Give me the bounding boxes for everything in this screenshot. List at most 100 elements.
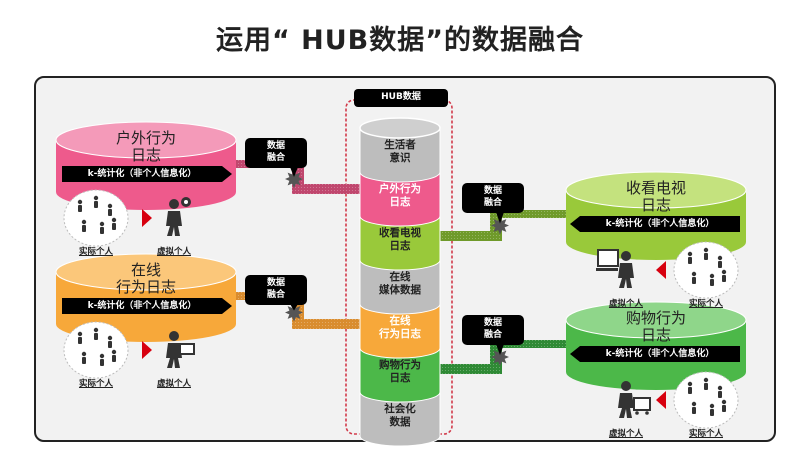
mini-person-icon bbox=[687, 381, 693, 387]
fusion-burst-icon bbox=[491, 216, 509, 235]
hub-segment-label: 在线 bbox=[389, 271, 411, 283]
hub-segment-label: 日志 bbox=[389, 240, 411, 252]
mini-person-body bbox=[710, 409, 714, 416]
fusion-callout bbox=[245, 275, 307, 305]
source-cylinder-top bbox=[565, 171, 747, 209]
fusion-callout-pointer bbox=[496, 344, 504, 355]
mini-person-icon bbox=[687, 251, 693, 257]
person-laptop-icon bbox=[169, 331, 179, 341]
connector-texture bbox=[440, 210, 566, 241]
mini-person-body bbox=[100, 227, 104, 234]
k-anonymization-arrow bbox=[570, 216, 740, 232]
shopping-cart-icon bbox=[633, 397, 651, 411]
mini-person-body bbox=[692, 277, 696, 284]
source-title: 行为日志 bbox=[115, 278, 176, 296]
mini-person-body bbox=[710, 279, 714, 286]
fusion-callout bbox=[245, 138, 307, 168]
mini-person-body bbox=[704, 253, 708, 260]
mini-person-icon bbox=[721, 399, 727, 405]
mini-person-icon bbox=[107, 335, 113, 341]
mini-person-icon bbox=[81, 219, 87, 225]
fusion-burst-icon bbox=[285, 303, 303, 322]
hub-segment bbox=[359, 303, 441, 359]
virtual-person-body bbox=[166, 211, 182, 236]
mini-person-body bbox=[82, 357, 86, 364]
fusion-callout bbox=[462, 183, 524, 213]
mini-person-body bbox=[722, 275, 726, 282]
fusion-callout-pointer bbox=[290, 167, 298, 177]
mini-person-icon bbox=[93, 195, 99, 201]
mini-person-body bbox=[718, 391, 722, 398]
mini-person-icon bbox=[111, 217, 117, 223]
fusion-label: 融合 bbox=[266, 153, 285, 163]
real-individuals-label: 实际个人 bbox=[688, 299, 723, 309]
fusion-callout bbox=[462, 315, 524, 345]
mini-person-body bbox=[688, 257, 692, 264]
fusion-label: 数据 bbox=[266, 141, 285, 151]
source-cylinder-top bbox=[565, 301, 747, 339]
walking-person-location-icon bbox=[169, 199, 179, 209]
hub-segment bbox=[359, 347, 441, 403]
virtual-individual-label: 虚拟个人 bbox=[156, 379, 191, 389]
hub-segment-label: 收看电视 bbox=[379, 227, 421, 239]
red-arrow-icon bbox=[142, 209, 152, 227]
k-anonymization-label: k-统计化（非个人信息化） bbox=[87, 301, 197, 311]
source-title: 日志 bbox=[130, 146, 161, 164]
mini-person-icon bbox=[703, 377, 709, 383]
source-title: 日志 bbox=[640, 326, 671, 344]
mini-person-body bbox=[112, 355, 116, 362]
mini-person-body bbox=[722, 405, 726, 412]
source-title: 购物行为 bbox=[625, 309, 686, 327]
hub-segment bbox=[359, 127, 441, 183]
k-anonymization-arrow bbox=[570, 346, 740, 362]
hub-segment-label: 意识 bbox=[389, 152, 411, 164]
mini-person-body bbox=[718, 261, 722, 268]
mini-person-icon bbox=[691, 271, 697, 277]
mini-person-icon bbox=[717, 385, 723, 391]
hub-segment-label: 行为日志 bbox=[379, 328, 421, 340]
source-title: 在线 bbox=[130, 261, 161, 279]
mini-person-icon bbox=[111, 349, 117, 355]
hub-segment-label: 户外行为 bbox=[379, 183, 421, 195]
virtual-individual-label: 虚拟个人 bbox=[156, 247, 191, 257]
tv-stand-icon bbox=[596, 268, 618, 271]
mini-person-body bbox=[82, 225, 86, 232]
person-shopping-cart-icon bbox=[621, 381, 631, 391]
red-arrow-icon bbox=[656, 391, 666, 409]
fusion-callout-pointer bbox=[290, 304, 298, 311]
k-anonymization-label: k-统计化（非个人信息化） bbox=[605, 349, 715, 359]
mini-person-body bbox=[692, 407, 696, 414]
hub-segment bbox=[359, 171, 441, 227]
mini-person-body bbox=[94, 333, 98, 340]
mini-person-icon bbox=[717, 255, 723, 261]
hub-segment-label: 媒体数据 bbox=[379, 284, 421, 296]
hub-top bbox=[359, 117, 441, 139]
hub-label-bg bbox=[354, 89, 448, 107]
fusion-callout-pointer bbox=[496, 212, 504, 224]
mini-person-body bbox=[78, 205, 82, 212]
virtual-person-body bbox=[166, 343, 182, 368]
real-individuals-label: 实际个人 bbox=[78, 379, 113, 389]
laptop-icon bbox=[179, 343, 195, 355]
hub-label: HUB数据 bbox=[381, 92, 421, 102]
location-pin-hole bbox=[184, 200, 188, 204]
fusion-label: 融合 bbox=[266, 290, 285, 300]
mini-person-icon bbox=[691, 401, 697, 407]
source-title: 收看电视 bbox=[625, 179, 686, 197]
fusion-label: 融合 bbox=[483, 330, 502, 340]
mini-person-body bbox=[704, 383, 708, 390]
connector-texture bbox=[440, 340, 566, 374]
hub-segment bbox=[359, 215, 441, 271]
mini-person-icon bbox=[81, 351, 87, 357]
virtual-individual-label: 虚拟个人 bbox=[608, 299, 643, 309]
hub-segment bbox=[359, 259, 441, 315]
mini-person-body bbox=[94, 201, 98, 208]
mini-person-body bbox=[108, 209, 112, 216]
cart-wheel bbox=[635, 411, 639, 415]
fusion-label: 融合 bbox=[483, 198, 502, 208]
red-arrow-icon bbox=[142, 341, 152, 359]
k-anonymization-label: k-统计化（非个人信息化） bbox=[605, 219, 715, 229]
mini-person-body bbox=[112, 223, 116, 230]
mini-person-icon bbox=[77, 331, 83, 337]
